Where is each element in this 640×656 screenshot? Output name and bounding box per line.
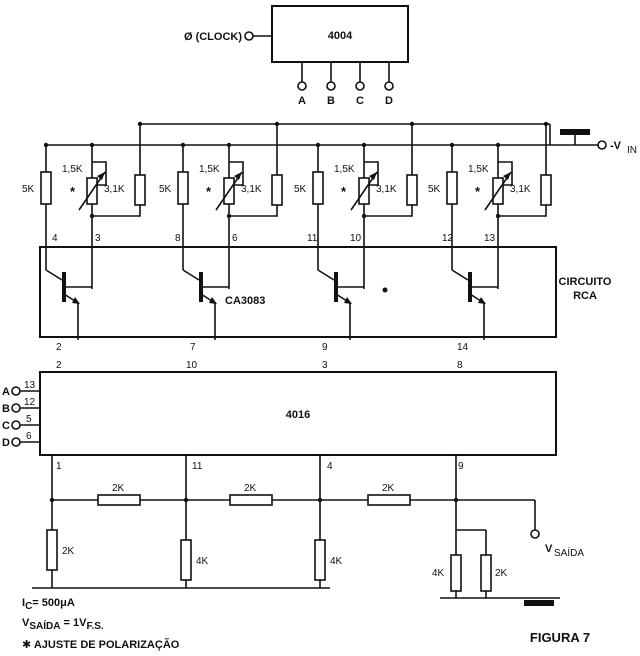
svg-text:9: 9: [458, 461, 464, 472]
svg-text:11: 11: [192, 461, 203, 472]
r-series-2: 2K: [244, 483, 257, 494]
note-vsaida: VSAÍDA = 1VF.S.: [22, 617, 104, 632]
note-ajuste: ✱ AJUSTE DE POLARIZAÇÃO: [22, 638, 180, 651]
ic-4004-outputs: [297, 62, 394, 91]
svg-text:14: 14: [457, 342, 469, 353]
svg-text:3: 3: [95, 233, 101, 244]
svg-text:D: D: [2, 437, 10, 449]
svg-text:5K: 5K: [428, 184, 441, 195]
vsaida-sub: SAÍDA: [554, 546, 584, 559]
output-d-label: D: [385, 95, 393, 107]
svg-text:A: A: [2, 386, 10, 398]
svg-text:4: 4: [52, 233, 58, 244]
r-series-3: 2K: [382, 483, 395, 494]
clock-terminal: [244, 31, 254, 41]
stage-2: [176, 119, 284, 342]
svg-text:7: 7: [190, 342, 196, 353]
r-shunt-1: 4K: [196, 556, 209, 567]
stage-4: [445, 119, 553, 342]
svg-text:8: 8: [175, 233, 181, 244]
ic-4016-body: [39, 371, 557, 456]
svg-text:C: C: [2, 420, 10, 432]
svg-text:11: 11: [307, 233, 318, 244]
ic-4016-label: 4016: [286, 409, 310, 421]
svg-text:5K: 5K: [159, 184, 172, 195]
svg-text:6: 6: [232, 233, 238, 244]
svg-text:12: 12: [24, 397, 36, 408]
circuito-line1: CIRCUITO: [559, 276, 612, 288]
svg-text:1,5K: 1,5K: [199, 164, 220, 175]
output-c-label: C: [356, 95, 364, 107]
svg-text:1: 1: [56, 461, 62, 472]
vsaida-terminal: [530, 529, 540, 539]
ic-ca3083-body: [39, 246, 557, 338]
svg-text:5K: 5K: [22, 184, 35, 195]
vsaida-label: V: [545, 543, 553, 555]
svg-text:B: B: [2, 403, 10, 415]
r-out-2: 2K: [495, 568, 508, 579]
clock-label: Ø (CLOCK): [184, 31, 242, 43]
ic-4004-label: 4004: [328, 30, 353, 42]
stage-labels: 5K 1,5K * 3,1K 4 3 2 2 1 5K 1,5K * 3,1K …: [22, 164, 531, 472]
svg-text:10: 10: [186, 360, 198, 371]
circuito-line2: RCA: [573, 290, 597, 302]
stage-3: [311, 119, 419, 342]
note-ic: IC= 500μA: [22, 597, 75, 612]
svg-text:3,1K: 3,1K: [104, 184, 125, 195]
svg-text:1,5K: 1,5K: [62, 164, 83, 175]
ic-4004-body: [271, 5, 409, 63]
control-inputs: A 13 B 12 C 5 D 6: [2, 380, 40, 449]
svg-text:2: 2: [56, 342, 62, 353]
svg-text:13: 13: [484, 233, 496, 244]
svg-text:6: 6: [26, 431, 32, 442]
svg-text:10: 10: [350, 233, 362, 244]
svg-text:4: 4: [327, 461, 333, 472]
svg-text:13: 13: [24, 380, 36, 391]
svg-text:12: 12: [442, 233, 454, 244]
output-b-label: B: [327, 95, 335, 107]
svg-text:1,5K: 1,5K: [334, 164, 355, 175]
svg-text:3: 3: [322, 360, 328, 371]
vin-label: -V: [610, 140, 622, 152]
svg-text:*: *: [70, 184, 76, 199]
svg-text:9: 9: [322, 342, 328, 353]
svg-text:*: *: [206, 184, 212, 199]
r-shunt-first: 2K: [62, 546, 75, 557]
ground-symbol: [560, 129, 590, 135]
vin-sub: IN: [627, 145, 637, 156]
svg-text:1,5K: 1,5K: [468, 164, 489, 175]
r-series-1: 2K: [112, 483, 125, 494]
svg-text:5: 5: [26, 414, 32, 425]
svg-text:8: 8: [457, 360, 463, 371]
svg-text:5K: 5K: [294, 184, 307, 195]
svg-text:3,1K: 3,1K: [510, 184, 531, 195]
r-shunt-2: 4K: [330, 556, 343, 567]
svg-text:*: *: [475, 184, 481, 199]
output-a-label: A: [298, 95, 306, 107]
vin-terminal: [597, 140, 607, 150]
svg-text:2: 2: [56, 360, 62, 371]
ic-ca3083-label: CA3083: [225, 295, 265, 307]
svg-text:3,1K: 3,1K: [241, 184, 262, 195]
r-out-1: 4K: [432, 568, 445, 579]
stage-1: [39, 119, 147, 342]
svg-text:3,1K: 3,1K: [376, 184, 397, 195]
ladder-network: [32, 455, 560, 606]
svg-text:*: *: [341, 184, 347, 199]
figure-label: FIGURA 7: [530, 630, 590, 645]
